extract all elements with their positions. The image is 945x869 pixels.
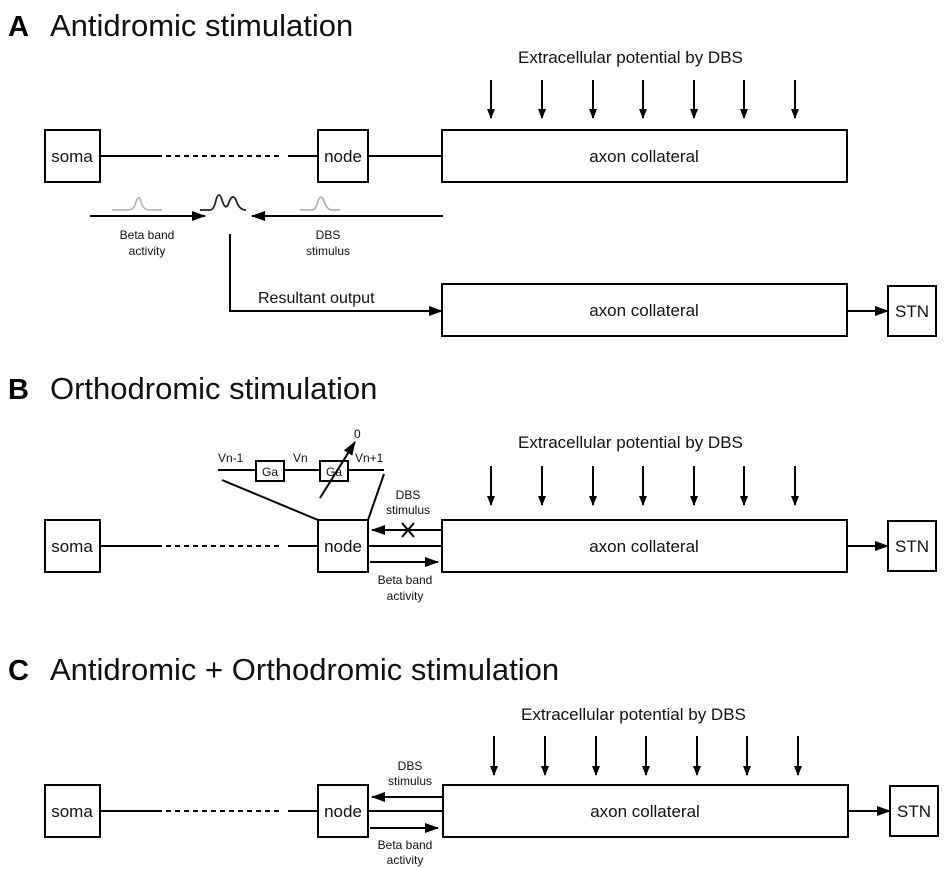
panel-a-axon-label: axon collateral (589, 147, 699, 166)
panel-a-axon-box (441, 129, 848, 183)
panel-a-node-label: node (324, 147, 362, 166)
panel-a-axon-output-label: axon collateral (589, 301, 699, 320)
panel-b-node-label: node (324, 537, 362, 556)
panel-a-stn-box (887, 285, 937, 337)
panel-a-soma-label: soma (51, 147, 93, 166)
panel-b-soma-label: soma (51, 537, 93, 556)
panel-a-spikes (112, 194, 340, 211)
panel-c-node-box (317, 784, 369, 838)
panel-c-axon-label: axon collateral (590, 802, 700, 821)
panel-a-dbs-caption: Extracellular potential by DBS (518, 48, 743, 67)
panel-a-resultant-label: Resultant output (258, 290, 375, 307)
panel-a-soma-box (44, 129, 101, 183)
panel-a-beta-label-1: Beta band (120, 228, 175, 242)
panel-a-axon-output-box (441, 283, 848, 337)
panel-c-dbs-arrows (490, 736, 802, 776)
panel-b-dbs-arrows (487, 466, 799, 506)
panel-b-vn-plus-label: Vn+1 (355, 451, 384, 465)
panel-c-letter: C (8, 655, 29, 687)
panel-b-beta-label-1: Beta band (378, 573, 433, 587)
panel-b-axon-label: axon collateral (589, 537, 699, 556)
panel-c: C Antidromic + Orthodromic stimulation E… (8, 652, 939, 867)
panel-b-variable-arrow (319, 441, 356, 499)
panel-c-dbs-stim-label-2: stimulus (388, 774, 432, 788)
panel-c-stn-box (889, 785, 939, 837)
panel-a-node-box (317, 129, 369, 183)
panel-b-zero-label: 0 (354, 427, 361, 441)
panel-c-dbs-stim-label-1: DBS (398, 759, 423, 773)
panel-c-beta-label-2: activity (387, 853, 424, 867)
panel-c-title: Antidromic + Orthodromic stimulation (50, 652, 559, 687)
panel-c-dbs-caption: Extracellular potential by DBS (521, 705, 746, 724)
panel-c-soma-label: soma (51, 802, 93, 821)
panel-b-dbs-stim-label-2: stimulus (386, 503, 430, 517)
panel-c-beta-label-1: Beta band (378, 838, 433, 852)
panel-b: B Orthodromic stimulation Extracellular … (8, 371, 937, 603)
panel-b-letter: B (8, 374, 29, 406)
panel-a-title: Antidromic stimulation (50, 8, 353, 43)
panel-a-resultant-arrow (229, 234, 443, 316)
panel-c-stn-label: STN (897, 802, 931, 821)
panel-a-dbs-arrows (487, 80, 799, 119)
panel-b-stn-box (887, 520, 937, 572)
panel-b-circuit-inset: Ga Ga 0 Vn-1 Vn Vn+1 (218, 427, 385, 521)
panel-c-soma-box (44, 784, 101, 838)
panel-b-dbs-stim-label-1: DBS (396, 488, 421, 502)
panel-b-block-cross (401, 522, 415, 538)
panel-a-dbs-stim-label-1: DBS (316, 228, 341, 242)
panel-a: A Antidromic stimulation Extracellular p… (8, 8, 937, 337)
panel-a-letter: A (8, 11, 29, 43)
panel-a-stn-label: STN (895, 302, 929, 321)
panel-b-title: Orthodromic stimulation (50, 371, 377, 406)
panel-b-beta-label-2: activity (387, 589, 424, 603)
panel-a-beta-label-2: activity (129, 244, 166, 258)
panel-b-vn-label: Vn (293, 451, 308, 465)
panel-a-dbs-stim-label-2: stimulus (306, 244, 350, 258)
panel-b-vn-minus-label: Vn-1 (218, 451, 244, 465)
panel-b-stn-label: STN (895, 537, 929, 556)
panel-b-ga1-label: Ga (262, 465, 278, 479)
panel-c-node-label: node (324, 802, 362, 821)
panel-b-dbs-caption: Extracellular potential by DBS (518, 433, 743, 452)
